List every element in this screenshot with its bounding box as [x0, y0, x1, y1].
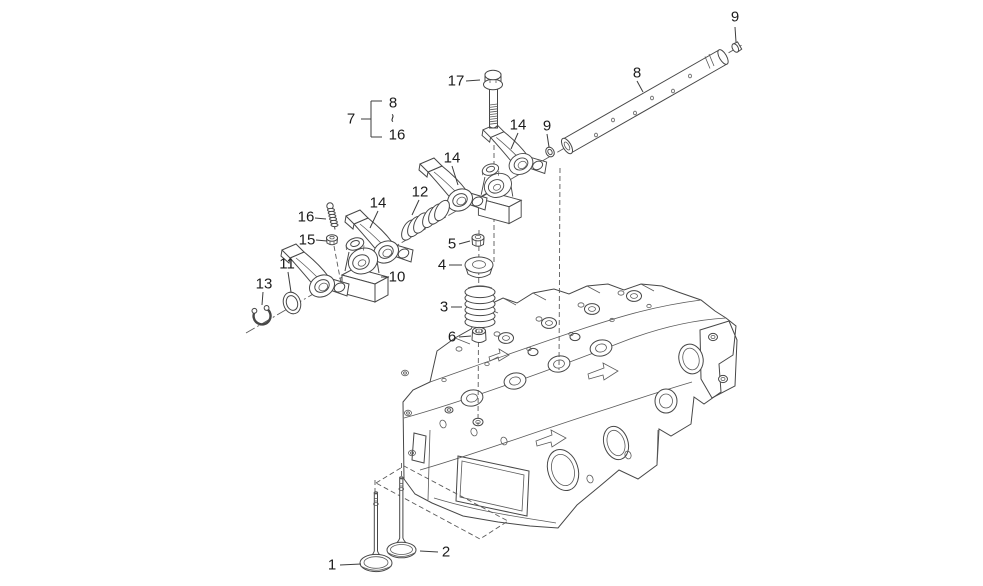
bracket-bolt: [483, 69, 503, 129]
valve-lock-nut: [471, 233, 485, 247]
valve-2: [386, 476, 417, 559]
snap-clip: [251, 305, 272, 326]
leader-lines: [261, 26, 737, 566]
shaft-plug: [731, 41, 743, 53]
valve-1: [359, 491, 393, 573]
shaft-spring-washer: [545, 146, 555, 158]
rocker-arm-3: [418, 157, 488, 216]
valve-spring: [464, 285, 496, 329]
adjusting-nut: [325, 234, 339, 246]
valve-stem-seal: [471, 326, 487, 343]
thrust-washer: [282, 291, 302, 315]
spring-retainer: [464, 256, 494, 278]
cylinder-head: [401, 283, 738, 529]
rocker-springs: [401, 199, 450, 241]
adjusting-screw: [326, 202, 339, 230]
rocker-shaft: [560, 49, 729, 155]
